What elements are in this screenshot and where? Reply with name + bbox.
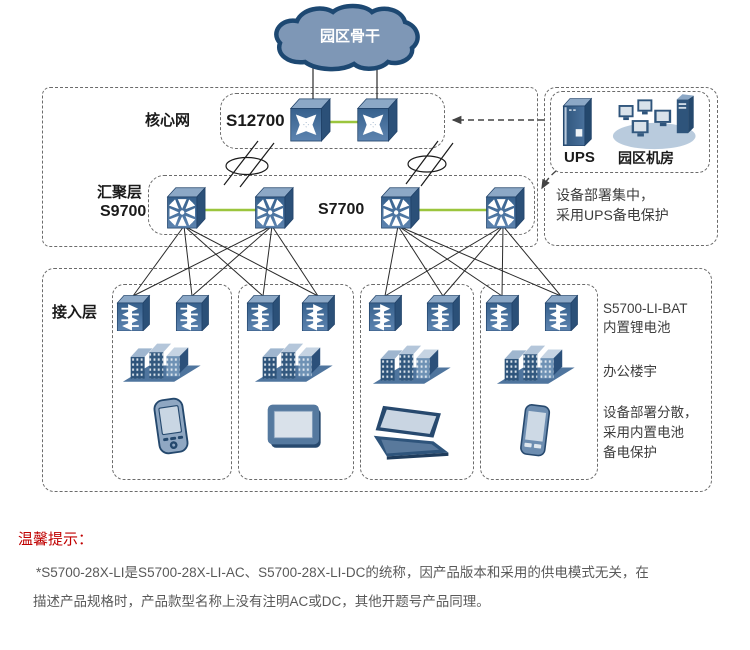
access-group-box-2 [238, 284, 354, 480]
access-layer-label: 接入层 [52, 304, 98, 321]
notice-title: 温馨提示： [18, 531, 94, 548]
notice-line: *S5700-28X-LI是S5700-28X-LI-AC、S5700-28X-… [36, 565, 649, 580]
agg-left-device-label: S9700 [100, 203, 147, 220]
core-device-label: S12700 [226, 111, 285, 130]
dispersed-note-line: 备电保护 [603, 445, 657, 460]
dispersed-note-line: 采用内置电池 [603, 425, 684, 440]
room-outer-box [544, 87, 718, 246]
access-group-box-4 [480, 284, 598, 480]
central-note-line: 采用UPS备电保护 [556, 207, 669, 223]
cloud-label: 园区骨干 [319, 28, 380, 45]
central-note-line: 设备部署集中， [556, 187, 654, 203]
core-inner-box [220, 93, 445, 149]
ups-room-inner-box [550, 91, 710, 173]
core-layer-label: 核心网 [145, 112, 191, 129]
building-note: 办公楼宇 [603, 364, 657, 379]
battery-note-line: S5700-LI-BAT [603, 301, 688, 316]
dispersed-note-line: 设备部署分散， [603, 405, 698, 420]
room-label: 园区机房 [618, 150, 674, 166]
ups-label: UPS [564, 149, 595, 166]
access-group-box-1 [112, 284, 232, 480]
access-outer-box [42, 268, 712, 492]
notice-line: 描述产品规格时，产品款型名称上没有注明AC或DC，其他开题号产品同理。 [33, 594, 490, 609]
agg-right-device-label: S7700 [318, 201, 365, 218]
access-group-box-3 [360, 284, 474, 480]
agg-layer-label: 汇聚层 [97, 184, 143, 201]
aggregation-inner-box [148, 175, 535, 235]
battery-note-line: 内置锂电池 [603, 320, 671, 335]
